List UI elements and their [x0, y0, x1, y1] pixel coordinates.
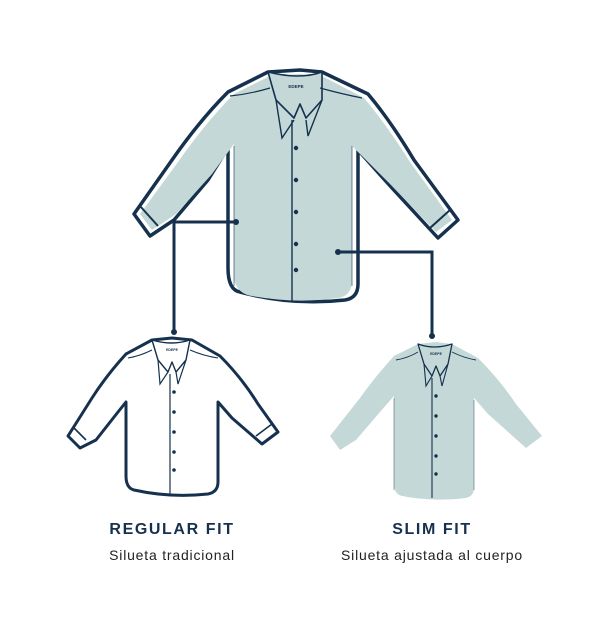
regular-shirt-body [66, 336, 280, 497]
top-shirt-brand-tag: EDEPE [288, 84, 303, 89]
slim-fit-title: SLIM FIT [392, 521, 472, 538]
slim-shirt-body [330, 342, 542, 500]
regular-fit-title: REGULAR FIT [109, 521, 235, 538]
top-shirt-left-cuff [133, 205, 159, 237]
slim-fit-shirt: EDEPE [330, 342, 542, 500]
top-shirt-collar [267, 71, 323, 119]
top-shirt-slim-fill [140, 74, 452, 301]
slim-shirt-brand-tag: EDEPE [430, 352, 443, 356]
regular-fit-caption: REGULAR FIT Silueta tradicional [42, 521, 302, 563]
top-shirt-buttons [293, 145, 299, 273]
slim-shirt-side-lines [393, 398, 475, 490]
regular-shirt-brand-tag: EDEPE [166, 348, 179, 352]
regular-shirt-buttons [172, 390, 176, 472]
regular-shirt-cuffs [67, 423, 279, 449]
slim-shirt-buttons [434, 394, 438, 476]
connector-regular [171, 219, 239, 335]
slim-fit-caption: SLIM FIT Silueta ajustada al cuerpo [302, 521, 562, 563]
top-shirt-collar-fold [275, 99, 323, 140]
regular-shirt-collar [151, 339, 191, 373]
slim-shirt-collar-fold [423, 363, 449, 388]
slim-fit-subtitle: Silueta ajustada al cuerpo [341, 547, 523, 563]
top-shirt-overlay: EDEPE [132, 68, 460, 304]
regular-fit-subtitle: Silueta tradicional [109, 547, 235, 563]
slim-shirt-collar [417, 343, 453, 377]
connector-slim [335, 249, 435, 339]
slim-shirt-yoke [395, 351, 477, 361]
top-shirt-right-cuff [429, 209, 459, 239]
top-shirt-yoke [229, 87, 363, 99]
regular-fit-shirt: EDEPE [66, 336, 280, 497]
regular-shirt-collar-fold [157, 359, 187, 386]
regular-shirt-yoke [127, 349, 219, 359]
